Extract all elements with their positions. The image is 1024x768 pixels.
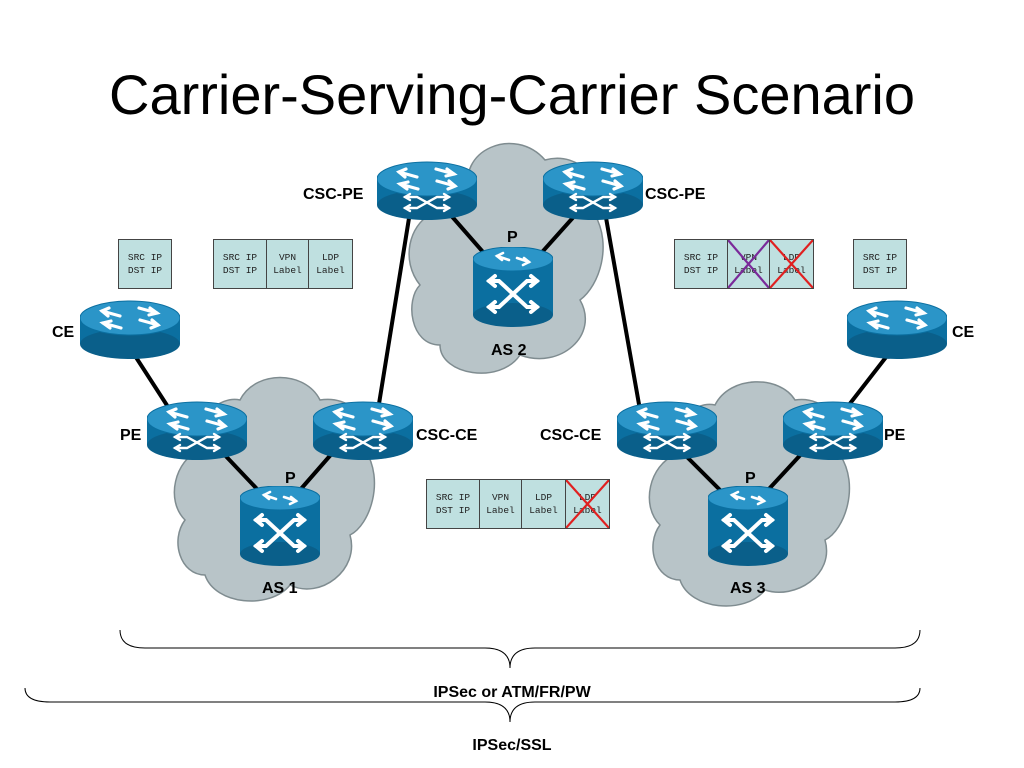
label-ipsec-atm-fr-pw: IPSec or ATM/FR/PW xyxy=(433,684,591,701)
label-ce-left: CE xyxy=(52,324,75,341)
pe-left-router-icon xyxy=(147,400,247,460)
link-cscpe-right-cscce-right xyxy=(603,210,642,412)
packet-field: LDP Label xyxy=(521,480,565,528)
label-as3: AS 3 xyxy=(730,580,766,597)
packet-field: VPN Label xyxy=(266,240,308,288)
packet-field-line2: DST IP xyxy=(683,265,719,276)
packet-field-line2: Label xyxy=(529,505,558,516)
packet-field-line1: LDP xyxy=(578,492,597,503)
label-csc-ce-right: CSC-CE xyxy=(540,427,602,444)
ce-left-router-icon xyxy=(80,299,180,359)
packet-field-line2: DST IP xyxy=(222,265,258,276)
brace-ipsec-ssl xyxy=(24,687,921,723)
packet-ce-right: SRC IP DST IP xyxy=(853,239,907,289)
label-pe-right: PE xyxy=(884,427,906,444)
link-cscce-left-p-as1 xyxy=(298,448,337,492)
packet-field: SRC IP DST IP xyxy=(119,240,171,288)
packet-field-line1: VPN xyxy=(278,252,297,263)
packet-field-line1: VPN xyxy=(491,492,510,503)
csc-ce-left-router-icon xyxy=(313,400,413,460)
link-ce-right-pe-right xyxy=(843,350,892,412)
brace-ipsec-atm xyxy=(119,629,921,669)
packet-field-line2: Label xyxy=(734,265,763,276)
pe-right-router-icon xyxy=(783,400,883,460)
label-as2: AS 2 xyxy=(491,342,527,359)
packet-field-line2: DST IP xyxy=(435,505,471,516)
label-pe-left: PE xyxy=(120,427,142,444)
label-p-as3: P xyxy=(745,470,756,487)
p-as2-switch-icon xyxy=(473,247,553,327)
packet-field: LDP Label xyxy=(565,480,609,528)
packet-csc-right: SRC IP DST IP VPN Label LDP Label xyxy=(674,239,814,289)
packet-field-line1: VPN xyxy=(739,252,758,263)
label-as1: AS 1 xyxy=(262,580,298,597)
packet-field: VPN Label xyxy=(479,480,521,528)
packet-field-line1: LDP xyxy=(321,252,340,263)
packet-csc-left: SRC IP DST IP VPN Label LDP Label xyxy=(213,239,353,289)
label-ipsec-ssl: IPSec/SSL xyxy=(472,737,552,754)
packet-ce-left: SRC IP DST IP xyxy=(118,239,172,289)
packet-field-line2: Label xyxy=(573,505,602,516)
label-ce-right: CE xyxy=(952,324,975,341)
label-csc-pe-left: CSC-PE xyxy=(303,186,364,203)
packet-field: SRC IP DST IP xyxy=(427,480,479,528)
slide-title: Carrier-Serving-Carrier Scenario xyxy=(109,63,915,126)
packet-field-line2: Label xyxy=(486,505,515,516)
packet-field: SRC IP DST IP xyxy=(854,240,906,288)
label-p-as2: P xyxy=(507,229,518,246)
p-as3-switch-icon xyxy=(708,486,788,566)
label-csc-ce-left: CSC-CE xyxy=(416,427,478,444)
ce-right-router-icon xyxy=(847,299,947,359)
packet-field-line1: SRC IP xyxy=(683,252,719,263)
link-cscpe-left-cscce-left xyxy=(376,210,412,412)
csc-ce-right-router-icon xyxy=(617,400,717,460)
packet-field-line1: SRC IP xyxy=(435,492,471,503)
packet-field-line2: Label xyxy=(316,265,345,276)
packet-field-line1: SRC IP xyxy=(222,252,258,263)
packet-field-line1: SRC IP xyxy=(862,252,898,263)
p-as1-switch-icon xyxy=(240,486,320,566)
packet-center: SRC IP DST IP VPN Label LDP Label LDP Label xyxy=(426,479,610,529)
packet-field-line2: DST IP xyxy=(127,265,163,276)
removed-label-x-icon xyxy=(566,480,609,528)
packet-field-line1: LDP xyxy=(782,252,801,263)
packet-field: LDP Label xyxy=(769,240,813,288)
packet-field-line2: Label xyxy=(777,265,806,276)
packet-field-line2: Label xyxy=(273,265,302,276)
csc-pe-right-router-icon xyxy=(543,160,643,220)
csc-pe-left-router-icon xyxy=(377,160,477,220)
packet-field: LDP Label xyxy=(308,240,352,288)
label-p-as1: P xyxy=(285,470,296,487)
removed-label-x-icon xyxy=(770,240,813,288)
removed-label-x-icon xyxy=(728,240,769,288)
label-csc-pe-right: CSC-PE xyxy=(645,186,706,203)
packet-field-line2: DST IP xyxy=(862,265,898,276)
link-pe-right-p-as3 xyxy=(766,448,807,492)
packet-field: SRC IP DST IP xyxy=(214,240,266,288)
packet-field-line1: SRC IP xyxy=(127,252,163,263)
packet-field: SRC IP DST IP xyxy=(675,240,727,288)
packet-field-line1: LDP xyxy=(534,492,553,503)
packet-field: VPN Label xyxy=(727,240,769,288)
